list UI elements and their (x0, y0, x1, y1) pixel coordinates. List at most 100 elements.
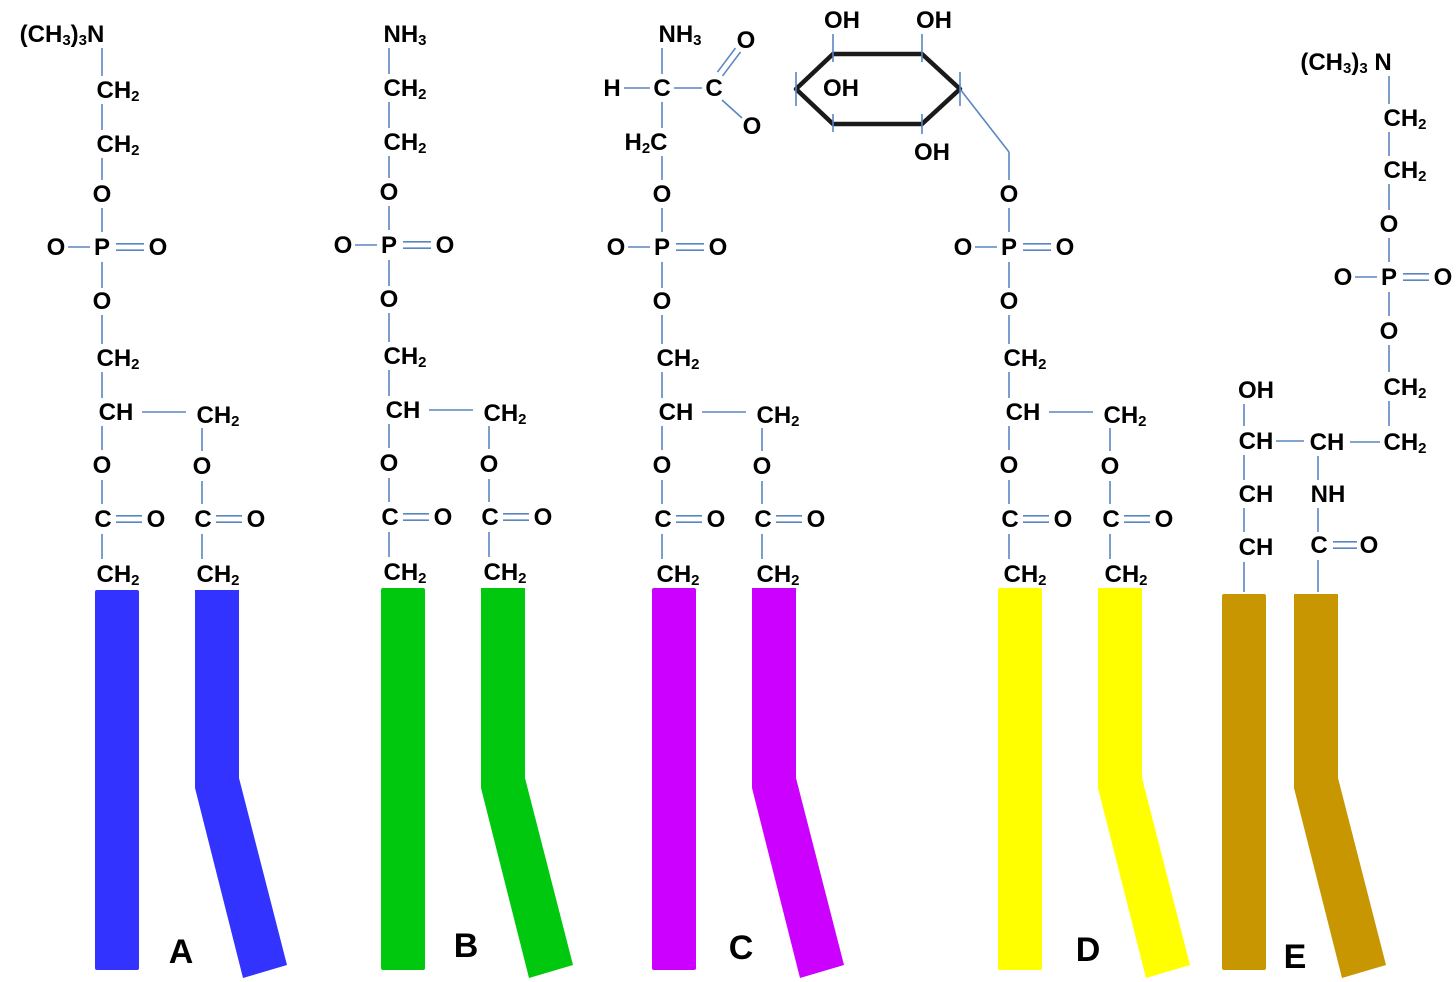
alpha-carbon: C (653, 75, 670, 102)
methylene-group: CH2 (96, 77, 139, 105)
methylene-group: CH2 (196, 561, 239, 589)
ester-oxygen: O (380, 450, 399, 477)
inositol-ring (793, 51, 963, 127)
carbonyl-carbon: C (1001, 506, 1018, 533)
carbonyl-oxygen: O (434, 504, 453, 531)
carboxyl-carbon: C (705, 75, 722, 102)
carbonyl-carbon: C (194, 506, 211, 533)
molecule-label-d: D (1076, 931, 1101, 969)
phosphate-oxygen: O (607, 234, 626, 261)
methylene-group: CH2 (383, 559, 426, 587)
fatty-acid-tails (95, 588, 1386, 978)
ester-oxygen: O (193, 453, 212, 480)
trimethylammonium-head: (CH3)3N (20, 21, 105, 49)
phosphate-oxygen: O (653, 181, 672, 208)
methylene-group: CH2 (383, 75, 426, 103)
carboxyl-oxygen: O (743, 113, 762, 140)
glycerol-methine: CH (659, 399, 694, 426)
molecule-d-kinked-tail (1098, 588, 1190, 978)
carbonyl-oxygen: O (534, 504, 553, 531)
molecule-label-a: A (169, 933, 194, 971)
sphingosine-methine: CH (1239, 428, 1274, 455)
molecule-b-kinked-tail (481, 588, 573, 978)
ester-oxygen: O (1000, 452, 1019, 479)
phosphate-oxygen: O (1380, 211, 1399, 238)
hydroxyl-group: OH (824, 7, 860, 34)
phosphate-oxygen: O (1334, 264, 1353, 291)
ester-oxygen: O (1101, 453, 1120, 480)
trimethylammonium-head: (CH3)3 N (1300, 49, 1391, 77)
double-bond-line (716, 47, 737, 73)
molecule-label-b: B (454, 927, 479, 965)
molecule-a-straight-tail (95, 590, 139, 970)
phosphate-oxygen: O (709, 234, 728, 261)
phosphorus-atom: P (381, 232, 397, 259)
phosphorus-atom: P (654, 234, 670, 261)
phosphate-oxygen: O (1056, 234, 1075, 261)
ester-oxygen: O (653, 452, 672, 479)
carbonyl-carbon: C (381, 504, 398, 531)
methylene-group: CH2 (1104, 561, 1147, 589)
phosphate-oxygen: O (380, 179, 399, 206)
carbonyl-oxygen: O (247, 506, 266, 533)
glycerol-methine: CH (1006, 399, 1041, 426)
molecule-label-c: C (729, 929, 754, 967)
phosphate-oxygen: O (47, 234, 66, 261)
amino-group: NH3 (658, 21, 701, 49)
amide-carbonyl-carbon: C (1310, 532, 1327, 559)
molecule-b-straight-tail (381, 588, 425, 970)
methylene-group: CH2 (1383, 105, 1426, 133)
methylene-group: CH2 (656, 561, 699, 589)
methylene-group: CH2 (196, 402, 239, 430)
amide-oxygen: O (1360, 532, 1379, 559)
methylene-group: CH2 (483, 400, 526, 428)
ester-oxygen: O (93, 452, 112, 479)
molecule-e-straight-tail (1222, 594, 1266, 970)
methylene-group: CH2 (96, 131, 139, 159)
ester-oxygen: O (753, 453, 772, 480)
phosphate-oxygen: O (1434, 264, 1453, 291)
phosphate-oxygen: O (436, 232, 455, 259)
carbonyl-oxygen: O (1054, 506, 1073, 533)
methylene-group: CH2 (1383, 157, 1426, 185)
sphingosine-methine: CH (1239, 481, 1274, 508)
molecule-a-kinked-tail (195, 590, 287, 978)
carbonyl-oxygen: O (1155, 506, 1174, 533)
methylene-group: H2C (624, 129, 667, 157)
carbonyl-carbon: C (94, 506, 111, 533)
methylene-group: CH2 (96, 345, 139, 373)
phosphate-oxygen: O (334, 232, 353, 259)
methylene-group: CH2 (383, 343, 426, 371)
carbonyl-oxygen: O (707, 506, 726, 533)
molecule-label-e: E (1284, 938, 1307, 976)
bond-line (721, 99, 743, 119)
chemical-bonds (68, 34, 1429, 592)
methylene-group: CH2 (756, 402, 799, 430)
methylene-group: CH2 (483, 559, 526, 587)
carbonyl-carbon: C (654, 506, 671, 533)
hydroxyl-group: OH (823, 75, 859, 102)
bond-line (959, 88, 1010, 153)
methylene-group: CH2 (96, 561, 139, 589)
methylene-group: CH2 (1003, 561, 1046, 589)
methylene-group: CH2 (1383, 429, 1426, 457)
molecule-d-straight-tail (998, 588, 1042, 970)
carbonyl-carbon: C (754, 506, 771, 533)
sphingosine-methine: CH (1239, 534, 1274, 561)
phosphorus-atom: P (94, 234, 110, 261)
methylene-group: CH2 (1383, 374, 1426, 402)
hydroxyl-group: OH (1238, 377, 1274, 404)
phosphate-oxygen: O (1000, 181, 1019, 208)
phosphate-oxygen: O (1380, 318, 1399, 345)
carboxyl-oxygen: O (737, 27, 756, 54)
glycerol-methine: CH (99, 399, 134, 426)
carbonyl-carbon: C (481, 504, 498, 531)
amide-nitrogen: NH (1311, 481, 1346, 508)
hydrogen-atom: H (603, 75, 620, 102)
methylene-group: CH2 (383, 129, 426, 157)
carbonyl-oxygen: O (147, 506, 166, 533)
molecule-c-straight-tail (652, 588, 696, 970)
methylene-group: CH2 (756, 561, 799, 589)
